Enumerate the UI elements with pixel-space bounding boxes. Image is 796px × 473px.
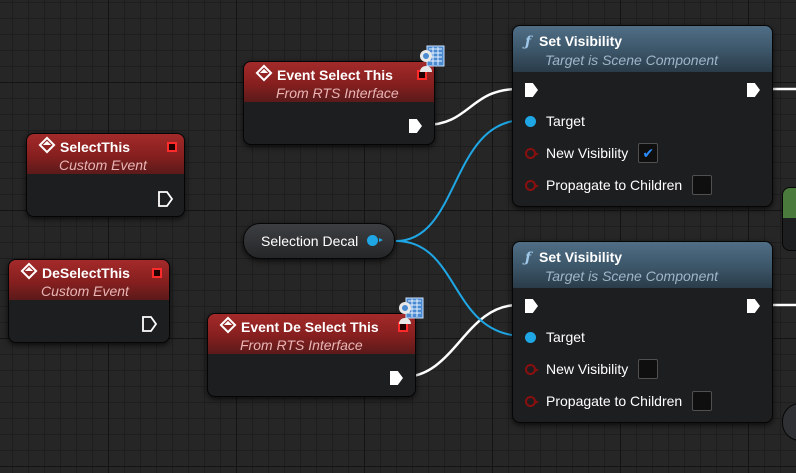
bool-pin-icon xyxy=(525,395,539,407)
node-title: Event Select This xyxy=(255,64,422,84)
delegate-pin[interactable] xyxy=(167,142,177,152)
node-subtitle: Target is Scene Component xyxy=(545,268,719,284)
pin-target[interactable]: Target xyxy=(525,111,585,131)
function-icon: ƒ xyxy=(525,34,532,50)
pin-propagate-to-children[interactable]: Propagate to Children xyxy=(525,391,713,411)
object-pin-icon xyxy=(525,331,536,343)
pin-target[interactable]: Target xyxy=(525,327,585,347)
bool-pin-icon xyxy=(525,179,539,191)
new-visibility-checkbox[interactable]: ✔ xyxy=(638,143,659,163)
interface-icon xyxy=(399,297,424,324)
object-out-pin[interactable] xyxy=(367,235,383,246)
propagate-checkbox[interactable] xyxy=(692,175,713,195)
variable-node-selection-decal[interactable]: Selection Decal xyxy=(243,223,395,259)
node-subtitle: Custom Event xyxy=(59,157,147,173)
pin-label: Propagate to Children xyxy=(546,177,683,193)
function-icon: ƒ xyxy=(525,250,532,266)
exec-in-pin[interactable] xyxy=(525,83,538,97)
custom-event-node-select-this[interactable]: SelectThis Custom Event xyxy=(26,133,185,217)
interface-icon xyxy=(420,45,445,72)
event-node-deselect-this[interactable]: Event De Select This From RTS Interface xyxy=(207,313,416,397)
pin-label: Target xyxy=(546,113,585,129)
exec-out-pin[interactable] xyxy=(747,299,760,313)
offscreen-node-header xyxy=(783,188,796,218)
pin-label: New Visibility xyxy=(546,145,629,161)
exec-out-pin[interactable] xyxy=(390,371,403,385)
pin-label: Propagate to Children xyxy=(546,393,683,409)
offscreen-node-2[interactable] xyxy=(782,403,796,441)
offscreen-node-1[interactable] xyxy=(782,187,796,251)
event-node-select-this[interactable]: Event Select This From RTS Interface xyxy=(243,61,435,145)
variable-label: Selection Decal xyxy=(261,233,359,249)
node-title: DeSelectThis xyxy=(20,262,157,282)
exec-out-pin[interactable] xyxy=(158,191,174,207)
pin-propagate-to-children[interactable]: Propagate to Children xyxy=(525,175,713,195)
exec-in-pin[interactable] xyxy=(525,299,538,313)
delegate-pin[interactable] xyxy=(152,268,162,278)
pin-label: Target xyxy=(546,329,585,345)
node-subtitle: From RTS Interface xyxy=(240,337,363,353)
bool-pin-icon xyxy=(525,363,539,375)
node-title: Event De Select This xyxy=(219,316,403,336)
node-header: SelectThis Custom Event xyxy=(27,134,184,174)
object-pin-icon xyxy=(525,115,536,127)
custom-event-node-deselect-this[interactable]: DeSelectThis Custom Event xyxy=(8,259,170,343)
pin-label: New Visibility xyxy=(546,361,629,377)
event-diamond-icon xyxy=(38,136,56,154)
exec-out-pin[interactable] xyxy=(747,83,760,97)
exec-out-pin[interactable] xyxy=(142,316,158,332)
exec-wire-select xyxy=(424,87,519,127)
event-diamond-icon xyxy=(20,262,38,280)
node-header: Event Select This From RTS Interface xyxy=(244,62,434,102)
node-header: DeSelectThis Custom Event xyxy=(9,260,169,300)
propagate-checkbox[interactable] xyxy=(692,391,713,411)
event-diamond-icon xyxy=(255,64,273,82)
event-diamond-icon xyxy=(219,316,237,334)
pin-new-visibility[interactable]: New Visibility ✔ xyxy=(525,143,659,163)
node-subtitle: Custom Event xyxy=(41,283,129,299)
node-subtitle: From RTS Interface xyxy=(276,85,399,101)
exec-out-pin[interactable] xyxy=(409,119,422,133)
node-header: Event De Select This From RTS Interface xyxy=(208,314,415,354)
node-title: SelectThis xyxy=(38,136,172,156)
bool-pin-icon xyxy=(525,147,539,159)
node-subtitle: Target is Scene Component xyxy=(545,52,719,68)
new-visibility-checkbox[interactable] xyxy=(638,359,659,379)
pin-new-visibility[interactable]: New Visibility xyxy=(525,359,659,379)
